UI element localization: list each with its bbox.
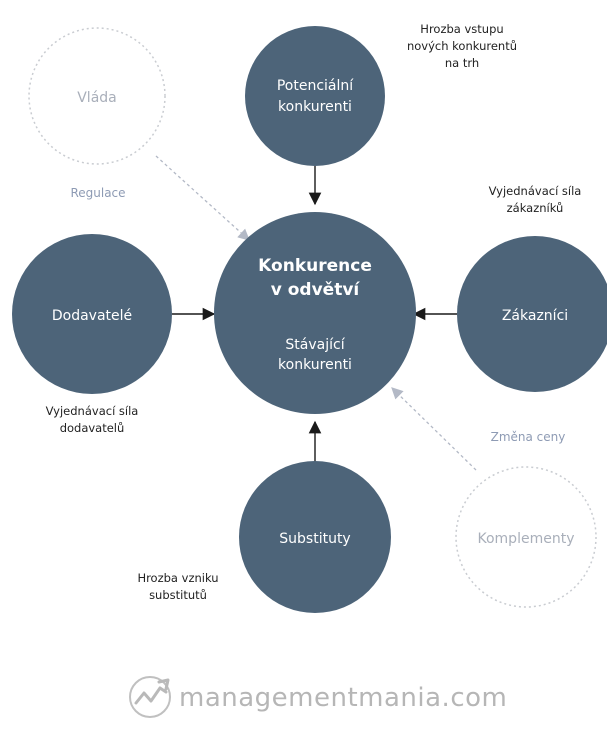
- regulation-label: Regulace: [70, 186, 125, 200]
- suppliers-node: [12, 234, 172, 394]
- government-label: Vláda: [77, 90, 117, 106]
- new-entrants-threat-line2: nových konkurentů: [407, 39, 517, 53]
- substitute-threat-line2: substitutů: [149, 588, 207, 602]
- potential-competitors-label-line2: konkurenti: [278, 99, 352, 115]
- customers-label: Zákazníci: [502, 308, 568, 324]
- customer-power-line2: zákazníků: [507, 201, 564, 215]
- existing-competitors-line2: konkurenti: [278, 357, 352, 373]
- price-change-label: Změna ceny: [491, 430, 566, 444]
- new-entrants-threat-line1: Hrozba vstupu: [420, 22, 503, 36]
- substitute-threat-line1: Hrozba vzniku: [137, 571, 218, 585]
- potential-competitors-label-line1: Potenciální: [277, 78, 354, 94]
- existing-competitors-line1: Stávající: [285, 337, 345, 353]
- brand-wordmark: managementmania.com: [179, 683, 507, 713]
- supplier-power-line2: dodavatelů: [60, 421, 125, 435]
- potential-competitors-node: [245, 26, 385, 166]
- substitutes-label: Substituty: [279, 531, 350, 547]
- price-change-arrow: [391, 387, 477, 471]
- substitutes-node: [239, 461, 391, 613]
- complements-label: Komplementy: [478, 531, 575, 547]
- complements-node: [455, 466, 597, 608]
- growth-chart-logo-icon: [129, 676, 171, 718]
- customer-power-line1: Vyjednávací síla: [489, 184, 582, 198]
- government-node: [28, 27, 166, 165]
- industry-competition-node: [214, 212, 416, 414]
- industry-competition-title-line1: Konkurence: [258, 256, 372, 276]
- new-entrants-threat-line3: na trh: [445, 56, 479, 70]
- customers-node: [457, 236, 607, 392]
- supplier-power-line1: Vyjednávací síla: [46, 404, 139, 418]
- regulation-arrow: [155, 155, 250, 241]
- industry-competition-title-line2: v odvětví: [271, 280, 361, 300]
- suppliers-label: Dodavatelé: [52, 308, 132, 324]
